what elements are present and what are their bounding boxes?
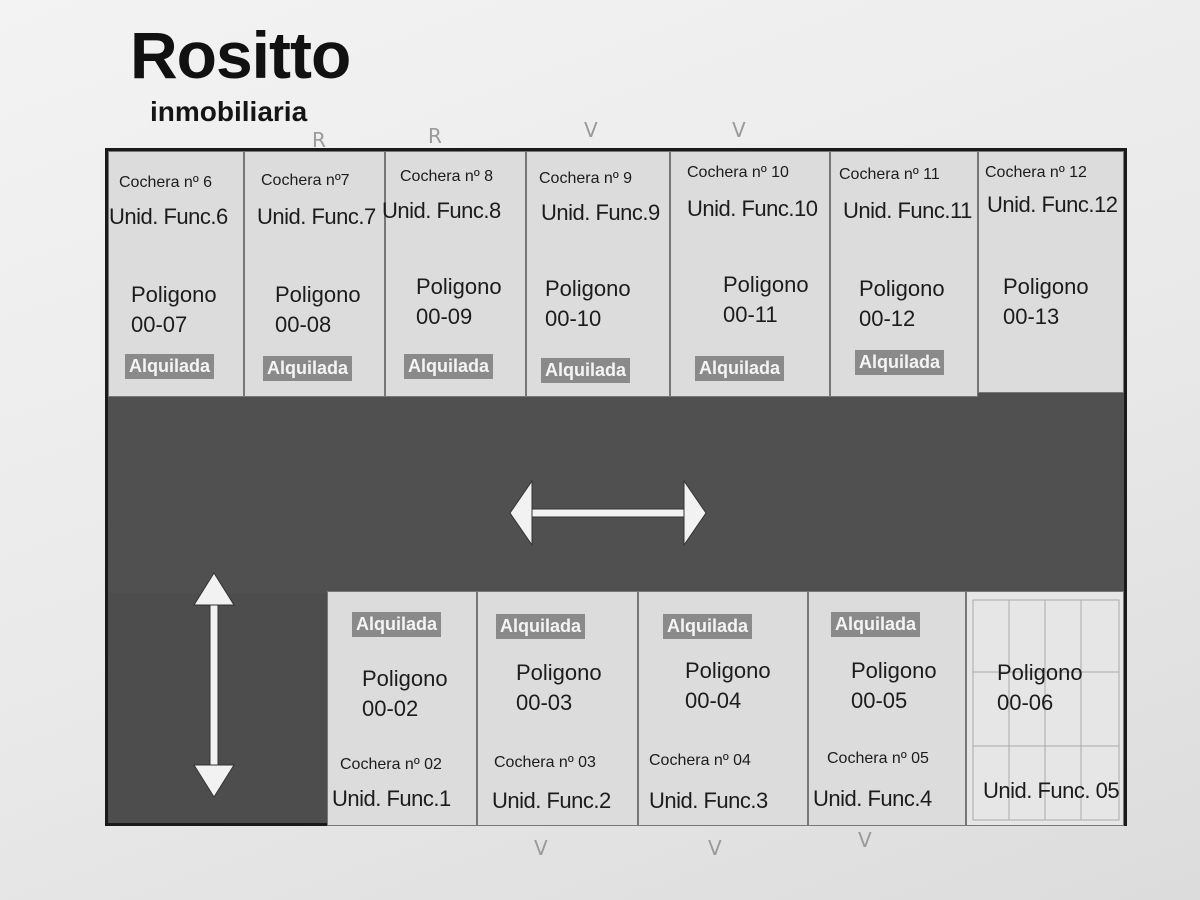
double-arrow-vertical-icon [193,572,235,798]
parking-unit-top-6[interactable]: Cochera nº 11 Unid. Func.11 Poligono 00-… [830,151,978,397]
polygon-number: 00-10 [545,306,602,331]
double-arrow-horizontal-icon [509,479,707,547]
polygon-number: 00-11 [723,302,778,327]
cochera-label: Cochera nº 10 [687,164,789,181]
polygon-label: Poligono [685,658,771,683]
parking-unit-top-4[interactable]: Cochera nº 9 Unid. Func.9 Poligono 00-10… [526,151,670,397]
polygon-label: Poligono [1003,274,1089,299]
handmark-top-1: R [312,128,326,152]
polygon-label: Poligono [851,658,937,683]
polygon-label: Poligono [723,272,809,297]
unit-func-label: Unid. Func.1 [332,786,451,811]
polygon-number: 00-13 [1003,304,1060,329]
handmark-bottom-2: V [708,836,722,860]
cochera-label: Cochera nº 02 [340,756,442,773]
unit-func-label: Unid. Func.9 [541,200,660,225]
status-badge: Alquilada [496,614,586,639]
status-badge: Alquilada [855,350,945,375]
parking-unit-top-5[interactable]: Cochera nº 10 Unid. Func.10 Poligono 00-… [670,151,830,397]
handmark-top-2: R [428,124,442,148]
parking-unit-top-1[interactable]: Cochera nº 6 Unid. Func.6 Poligono 00-07… [108,151,244,397]
polygon-label: Poligono [131,282,217,307]
status-badge: Alquilada [352,612,442,637]
polygon-number: 00-06 [997,690,1054,715]
polygon-number: 00-02 [362,696,419,721]
parking-unit-bottom-2[interactable]: Alquilada Poligono 00-03 Cochera nº 03 U… [477,591,638,826]
unit-func-label: Unid. Func.3 [649,788,768,813]
unit-func-label: Unid. Func.8 [382,198,501,223]
cochera-label: Cochera nº 9 [539,170,633,187]
parking-unit-bottom-5[interactable]: Poligono 00-06 Unid. Func. 05 [966,591,1124,826]
polygon-label: Poligono [516,660,602,685]
polygon-label: Poligono [859,276,945,301]
status-badge: Alquilada [831,612,921,637]
parking-unit-top-3[interactable]: Cochera nº 8 Unid. Func.8 Poligono 00-09… [382,151,526,397]
cochera-label: Cochera nº 03 [494,754,596,771]
polygon-label: Poligono [275,282,361,307]
driveway-lane [108,393,1124,593]
handmark-top-4: V [732,118,746,142]
cochera-label: Cochera nº7 [261,172,350,189]
unit-func-label: Unid. Func. 05 [983,778,1120,803]
unit-func-label: Unid. Func.10 [687,196,818,221]
cochera-label: Cochera nº 12 [985,164,1087,181]
cochera-label: Cochera nº 11 [839,166,940,183]
parking-unit-top-2[interactable]: Cochera nº7 Unid. Func.7 Poligono 00-08 … [244,151,385,397]
polygon-label: Poligono [997,660,1083,685]
unit-func-label: Unid. Func.7 [257,204,376,229]
polygon-label: Poligono [416,274,502,299]
parking-unit-bottom-1[interactable]: Alquilada Poligono 00-02 Cochera nº 02 U… [327,591,477,826]
parking-unit-top-7[interactable]: Cochera nº 12 Unid. Func.12 Poligono 00-… [978,151,1124,393]
polygon-number: 00-12 [859,306,916,331]
status-badge: Alquilada [404,354,494,379]
unit-func-label: Unid. Func.6 [109,204,228,229]
polygon-number: 00-03 [516,690,573,715]
polygon-label: Poligono [362,666,448,691]
cochera-label: Cochera nº 6 [119,174,213,191]
status-badge: Alquilada [541,358,631,383]
polygon-number: 00-07 [131,312,188,337]
polygon-number: 00-05 [851,688,908,713]
parking-unit-bottom-4[interactable]: Alquilada Poligono 00-05 Cochera nº 05 U… [808,591,966,826]
cochera-label: Cochera nº 05 [827,750,929,767]
brand: Rositto inmobiliaria [130,18,351,128]
polygon-number: 00-08 [275,312,332,337]
parking-unit-bottom-3[interactable]: Alquilada Poligono 00-04 Cochera nº 04 U… [638,591,808,826]
polygon-number: 00-04 [685,688,742,713]
unit-func-label: Unid. Func.4 [813,786,932,811]
status-badge: Alquilada [263,356,353,381]
cochera-label: Cochera nº 04 [649,752,751,769]
cochera-label: Cochera nº 8 [400,168,494,185]
unit-func-label: Unid. Func.2 [492,788,611,813]
handmark-bottom-3: V [858,828,872,852]
parking-floor-plan: Cochera nº 6 Unid. Func.6 Poligono 00-07… [105,148,1127,826]
handmark-top-3: V [584,118,598,142]
status-badge: Alquilada [663,614,753,639]
polygon-number: 00-09 [416,304,473,329]
unit-func-label: Unid. Func.12 [987,192,1118,217]
polygon-label: Poligono [545,276,631,301]
unit-func-label: Unid. Func.11 [843,198,972,223]
status-badge: Alquilada [695,356,785,381]
brand-name: Rositto [130,18,351,92]
brand-subtitle: inmobiliaria [150,96,308,127]
handmark-bottom-1: V [534,836,548,860]
status-badge: Alquilada [125,354,215,379]
